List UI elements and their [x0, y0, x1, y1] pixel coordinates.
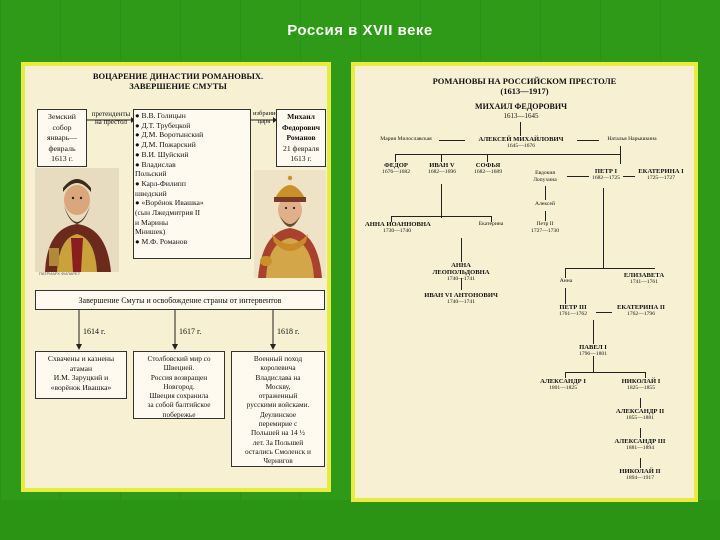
tree-line: [623, 176, 635, 177]
tree-line: [640, 428, 641, 438]
tree-line: [441, 184, 442, 218]
tree-line: [565, 288, 566, 304]
box-1617-stolbovo-peace: Столбовский мир со Швецией. Россия возвр…: [133, 351, 225, 419]
arrow-to-candidates: [87, 117, 135, 123]
person-nikolai-ii: НИКОЛАЙ II 1894—1917: [619, 468, 661, 481]
tree-line: [439, 140, 465, 141]
tree-line: [565, 372, 645, 373]
person-peter-iii: ПЕТР III 1761—1762: [559, 304, 587, 317]
person-fedor: ФЕДОР 1676—1682: [382, 162, 410, 175]
person-ivan-vi: ИВАН VI АНТОНОВИЧ 1740—1741: [424, 292, 498, 305]
tree-line: [395, 154, 620, 155]
candidate-item: ● Карл-Филипп: [135, 178, 186, 188]
bottom-strip: [0, 500, 720, 540]
box-1618-deulino-truce: Военный поход королевича Владислава на М…: [231, 351, 325, 467]
candidates-box: [133, 109, 251, 259]
box-1614-execution: Схвачены и казнены атаман И.М. Заруцкий …: [35, 351, 127, 399]
right-panel-title: РОМАНОВЫ НА РОССИЙСКОМ ПРЕСТОЛЕ (1613—19…: [432, 76, 617, 96]
candidate-item: Польский: [135, 169, 167, 179]
person-alexander-ii: АЛЕКСАНДР II 1855—1881: [615, 408, 665, 421]
person-ekaterina-i: ЕКАТЕРИНА I 1725—1727: [638, 168, 684, 181]
person-natalia-naryshkina: Наталья Нарышкина: [607, 136, 657, 142]
tree-line: [461, 238, 462, 262]
person-alexey-son: Алексей: [535, 201, 555, 207]
slide-title: Россия в XVII веке: [287, 22, 433, 39]
candidate-item: ● Д.М. Воротынский: [135, 130, 204, 140]
candidate-item: ● Д.М. Пожарский: [135, 140, 196, 150]
tree-line: [596, 312, 612, 313]
arrow-to-mikhail: [251, 117, 277, 123]
tree-line: [545, 186, 546, 200]
candidate-item: ● Д.Т. Трубецкой: [135, 120, 191, 130]
candidate-item: ● М.Ф. Романов: [135, 237, 188, 247]
completion-of-troubles-box: Завершение Смуты и освобождение страны о…: [35, 290, 325, 310]
person-alexey-mikhailovich: АЛЕКСЕЙ МИХАЙЛОВИЧ 1645—1676: [478, 136, 564, 149]
candidate-item: и Марины: [135, 217, 169, 227]
tree-line: [491, 216, 492, 222]
mikhail-fedorovich-portrait: [254, 170, 326, 278]
candidate-item: ● В.В. Голицын: [135, 111, 186, 120]
year-1618: 1618 г.: [277, 327, 300, 336]
tree-line: [565, 268, 566, 278]
tree-line: [395, 154, 396, 162]
tree-line: [441, 154, 442, 162]
person-alexander-iii: АЛЕКСАНДР III 1881—1894: [614, 438, 666, 451]
tree-line: [620, 146, 621, 164]
tree-line: [593, 320, 594, 344]
left-panel-romanov-accession: ВОЦАРЕНИЕ ДИНАСТИИ РОМАНОВЫХ. ЗАВЕРШЕНИЕ…: [21, 62, 331, 492]
person-anna-ioannovna: АННА ИОАННОВНА 1730—1740: [365, 221, 431, 234]
person-pavel-i: ПАВЕЛ I 1796—1801: [579, 344, 607, 357]
person-elizaveta: ЕЛИЗАВЕТА 1741—1761: [623, 272, 665, 285]
tree-line: [520, 122, 521, 136]
candidate-item: ● В.И. Шуйский: [135, 149, 189, 159]
tree-line: [567, 176, 589, 177]
tree-line: [577, 140, 599, 141]
person-peter-ii: Петр II 1727—1730: [531, 221, 559, 234]
candidate-item: ● Владислав: [135, 159, 176, 169]
zemsky-sobor-box: Земский собор январь— февраль 1613 г.: [37, 109, 87, 167]
tree-line: [461, 278, 462, 290]
tree-line: [565, 372, 566, 378]
person-ekaterina-ii: ЕКАТЕРИНА II 1762—1796: [617, 304, 665, 317]
person-maria-miloslavskaya: Мария Милославская: [380, 136, 432, 142]
person-nikolai-i: НИКОЛАЙ I 1825—1855: [621, 378, 661, 391]
candidate-item: ● «Ворёнок Ивашка»: [135, 198, 204, 208]
portrait-caption: ПАТРИАРХ ФИЛАРЕТ: [39, 271, 81, 276]
patriarch-filaret-portrait: [35, 168, 119, 272]
person-ekaterina-ioannovna: Екатерина: [478, 221, 504, 227]
tree-line: [545, 211, 546, 221]
person-peter-i: ПЕТР I 1682—1725: [592, 168, 620, 181]
tree-line: [640, 398, 641, 408]
candidates-list: ● В.В. Голицын ● Д.Т. Трубецкой ● Д.М. В…: [135, 111, 265, 247]
tree-line: [391, 216, 491, 217]
person-evdokia-lopukhina: Евдокия Лопухина: [533, 170, 557, 183]
mikhail-romanov-box: Михаил Федорович Романов 21 февраля 1613…: [276, 109, 326, 167]
person-anna-petrovna: Анна: [559, 278, 573, 284]
person-mikhail-fedorovich: МИХАИЛ ФЕДОРОВИЧ 1613—1645: [475, 102, 567, 120]
person-sofia: СОФЬЯ 1682—1689: [474, 162, 502, 175]
tree-line: [640, 458, 641, 468]
person-anna-leopoldovna: АННА ЛЕОПОЛЬДОВНА 1740—1741: [432, 262, 490, 282]
pretenders-label: претенденты на престол: [91, 110, 131, 126]
tree-line: [565, 268, 655, 269]
branch-arrows: [76, 310, 276, 350]
tree-line: [603, 188, 604, 268]
tree-line: [593, 356, 594, 372]
right-panel-romanov-family-tree: РОМАНОВЫ НА РОССИЙСКОМ ПРЕСТОЛЕ (1613—19…: [351, 62, 698, 502]
candidate-item: шведский: [135, 188, 167, 198]
tree-line: [487, 154, 488, 162]
tree-line: [391, 216, 392, 222]
left-panel-title: ВОЦАРЕНИЕ ДИНАСТИИ РОМАНОВЫХ. ЗАВЕРШЕНИЕ…: [92, 71, 264, 91]
person-ivan-v: ИВАН V 1682—1696: [428, 162, 456, 175]
year-1614: 1614 г.: [83, 327, 106, 336]
tree-line: [645, 372, 646, 378]
election-label: избрание царя: [253, 110, 279, 125]
candidate-item: Мнишек): [135, 227, 166, 237]
candidate-item: (сын Лжедмитрия II: [135, 208, 200, 218]
person-alexander-i: АЛЕКСАНДР I 1801—1825: [540, 378, 586, 391]
year-1617: 1617 г.: [179, 327, 202, 336]
